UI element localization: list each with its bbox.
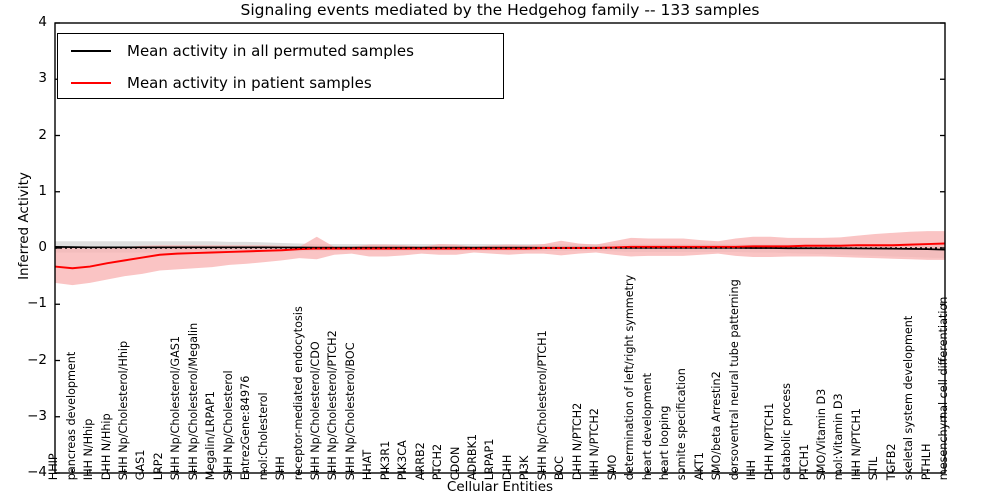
x-tick-label: SHH Np/Cholesterol/Megalin <box>186 322 200 481</box>
x-tick-label: Megalin/LRPAP1 <box>204 391 218 481</box>
x-tick-label: GAS1 <box>134 449 148 481</box>
legend-swatch-patient <box>71 81 111 84</box>
x-tick-label: SHH Np/Cholesterol/CDO <box>308 341 322 481</box>
x-tick-label: catabolic process <box>779 383 793 481</box>
x-tick-label: DHH <box>500 454 514 481</box>
legend-swatch-permuted <box>71 49 111 52</box>
y-tick-label: −1 <box>27 295 47 312</box>
x-tick-label: determination of left/right symmetry <box>622 274 636 481</box>
x-tick-label: ADRBK1 <box>465 434 479 481</box>
x-tick-label: IHH N/PTCH1 <box>849 408 863 481</box>
confidence-band-patient <box>55 231 945 286</box>
x-tick-label: receptor-mediated endocytosis <box>291 306 305 481</box>
y-tick-label: 4 <box>38 14 47 30</box>
x-tick-label: somite specification <box>675 368 689 481</box>
x-tick-label: IHH N/Hhip <box>81 418 95 481</box>
x-tick-label: dorsoventral neural tube patterning <box>727 279 741 481</box>
x-tick-label: PTCH1 <box>797 443 811 481</box>
x-tick-label: skeletal system development <box>902 315 916 481</box>
x-tick-label: BOC <box>553 456 567 481</box>
x-tick-label: PTHLH <box>919 443 933 481</box>
y-tick-label: 3 <box>38 70 47 87</box>
x-tick-label: heart looping <box>657 405 671 481</box>
x-axis-label: Cellular Entities <box>446 479 554 495</box>
x-tick-label: HHAT <box>361 449 375 481</box>
x-tick-label: LRP2 <box>151 452 165 481</box>
chart-legend: Mean activity in all permuted samples Me… <box>57 33 504 99</box>
x-tick-label: IHH <box>745 460 759 481</box>
x-tick-label: DHH N/PTCH2 <box>570 402 584 481</box>
x-tick-label: SHH Np/Cholesterol/PTCH2 <box>326 330 340 481</box>
y-tick-label: 2 <box>38 126 47 143</box>
chart-title: Signaling events mediated by the Hedgeho… <box>240 1 760 19</box>
x-tick-label: ARRB2 <box>413 442 427 481</box>
x-tick-label: PIK3R1 <box>378 440 392 481</box>
axes-layer <box>54 22 946 474</box>
legend-label-patient: Mean activity in patient samples <box>127 73 372 92</box>
x-tick-label: pancreas development <box>64 351 78 481</box>
x-tick-label: CDON <box>448 446 462 481</box>
x-tick-label: SHH Np/Cholesterol/GAS1 <box>169 336 183 481</box>
y-tick-label: −4 <box>27 464 47 480</box>
legend-item-permuted: Mean activity in all permuted samples <box>58 34 503 67</box>
x-tick-label: SHH <box>273 456 287 481</box>
x-tick-label: mesenchymal cell differentiation <box>936 296 950 481</box>
confidence-band-layer <box>55 231 945 286</box>
x-tick-label: PTCH2 <box>430 443 444 481</box>
x-tick-label: mol:Vitamin D3 <box>832 393 846 481</box>
x-tick-label: SMO <box>605 454 619 481</box>
x-tick-label: mol:Cholesterol <box>256 392 270 481</box>
y-tick-label: 0 <box>38 239 47 255</box>
x-tick-label: SHH Np/Cholesterol <box>221 370 235 481</box>
y-tick-label: 1 <box>38 182 47 199</box>
x-tick-label: TGFB2 <box>884 443 898 481</box>
x-tick-label: SHH Np/Cholesterol/PTCH1 <box>535 330 549 481</box>
x-tick-label: SMO/Vitamin D3 <box>814 388 828 481</box>
x-tick-label: heart development <box>640 373 654 481</box>
x-tick-label: SMO/beta Arrestin2 <box>710 371 724 481</box>
x-tick-label: EntrezGene:84976 <box>238 375 252 481</box>
x-tick-label: AKT1 <box>692 452 706 481</box>
x-tick-label: PI3K <box>518 455 532 481</box>
legend-item-patient: Mean activity in patient samples <box>58 66 503 99</box>
x-tick-label: HHIP <box>46 453 60 481</box>
x-tick-label: LRPAP1 <box>483 438 497 481</box>
x-tick-label: PIK3CA <box>396 440 410 481</box>
legend-label-permuted: Mean activity in all permuted samples <box>127 41 414 60</box>
x-tick-label: IHH N/PTCH2 <box>587 408 601 481</box>
x-tick-label: DHH N/Hhip <box>99 413 113 481</box>
x-tick-label: STIL <box>867 456 881 481</box>
x-tick-label: DHH N/PTCH1 <box>762 402 776 481</box>
x-tick-label: SHH Np/Cholesterol/Hhip <box>116 340 130 481</box>
x-tick-label: SHH Np/Cholesterol/BOC <box>343 342 357 481</box>
y-tick-label: −2 <box>27 351 47 368</box>
y-tick-label: −3 <box>27 407 47 424</box>
